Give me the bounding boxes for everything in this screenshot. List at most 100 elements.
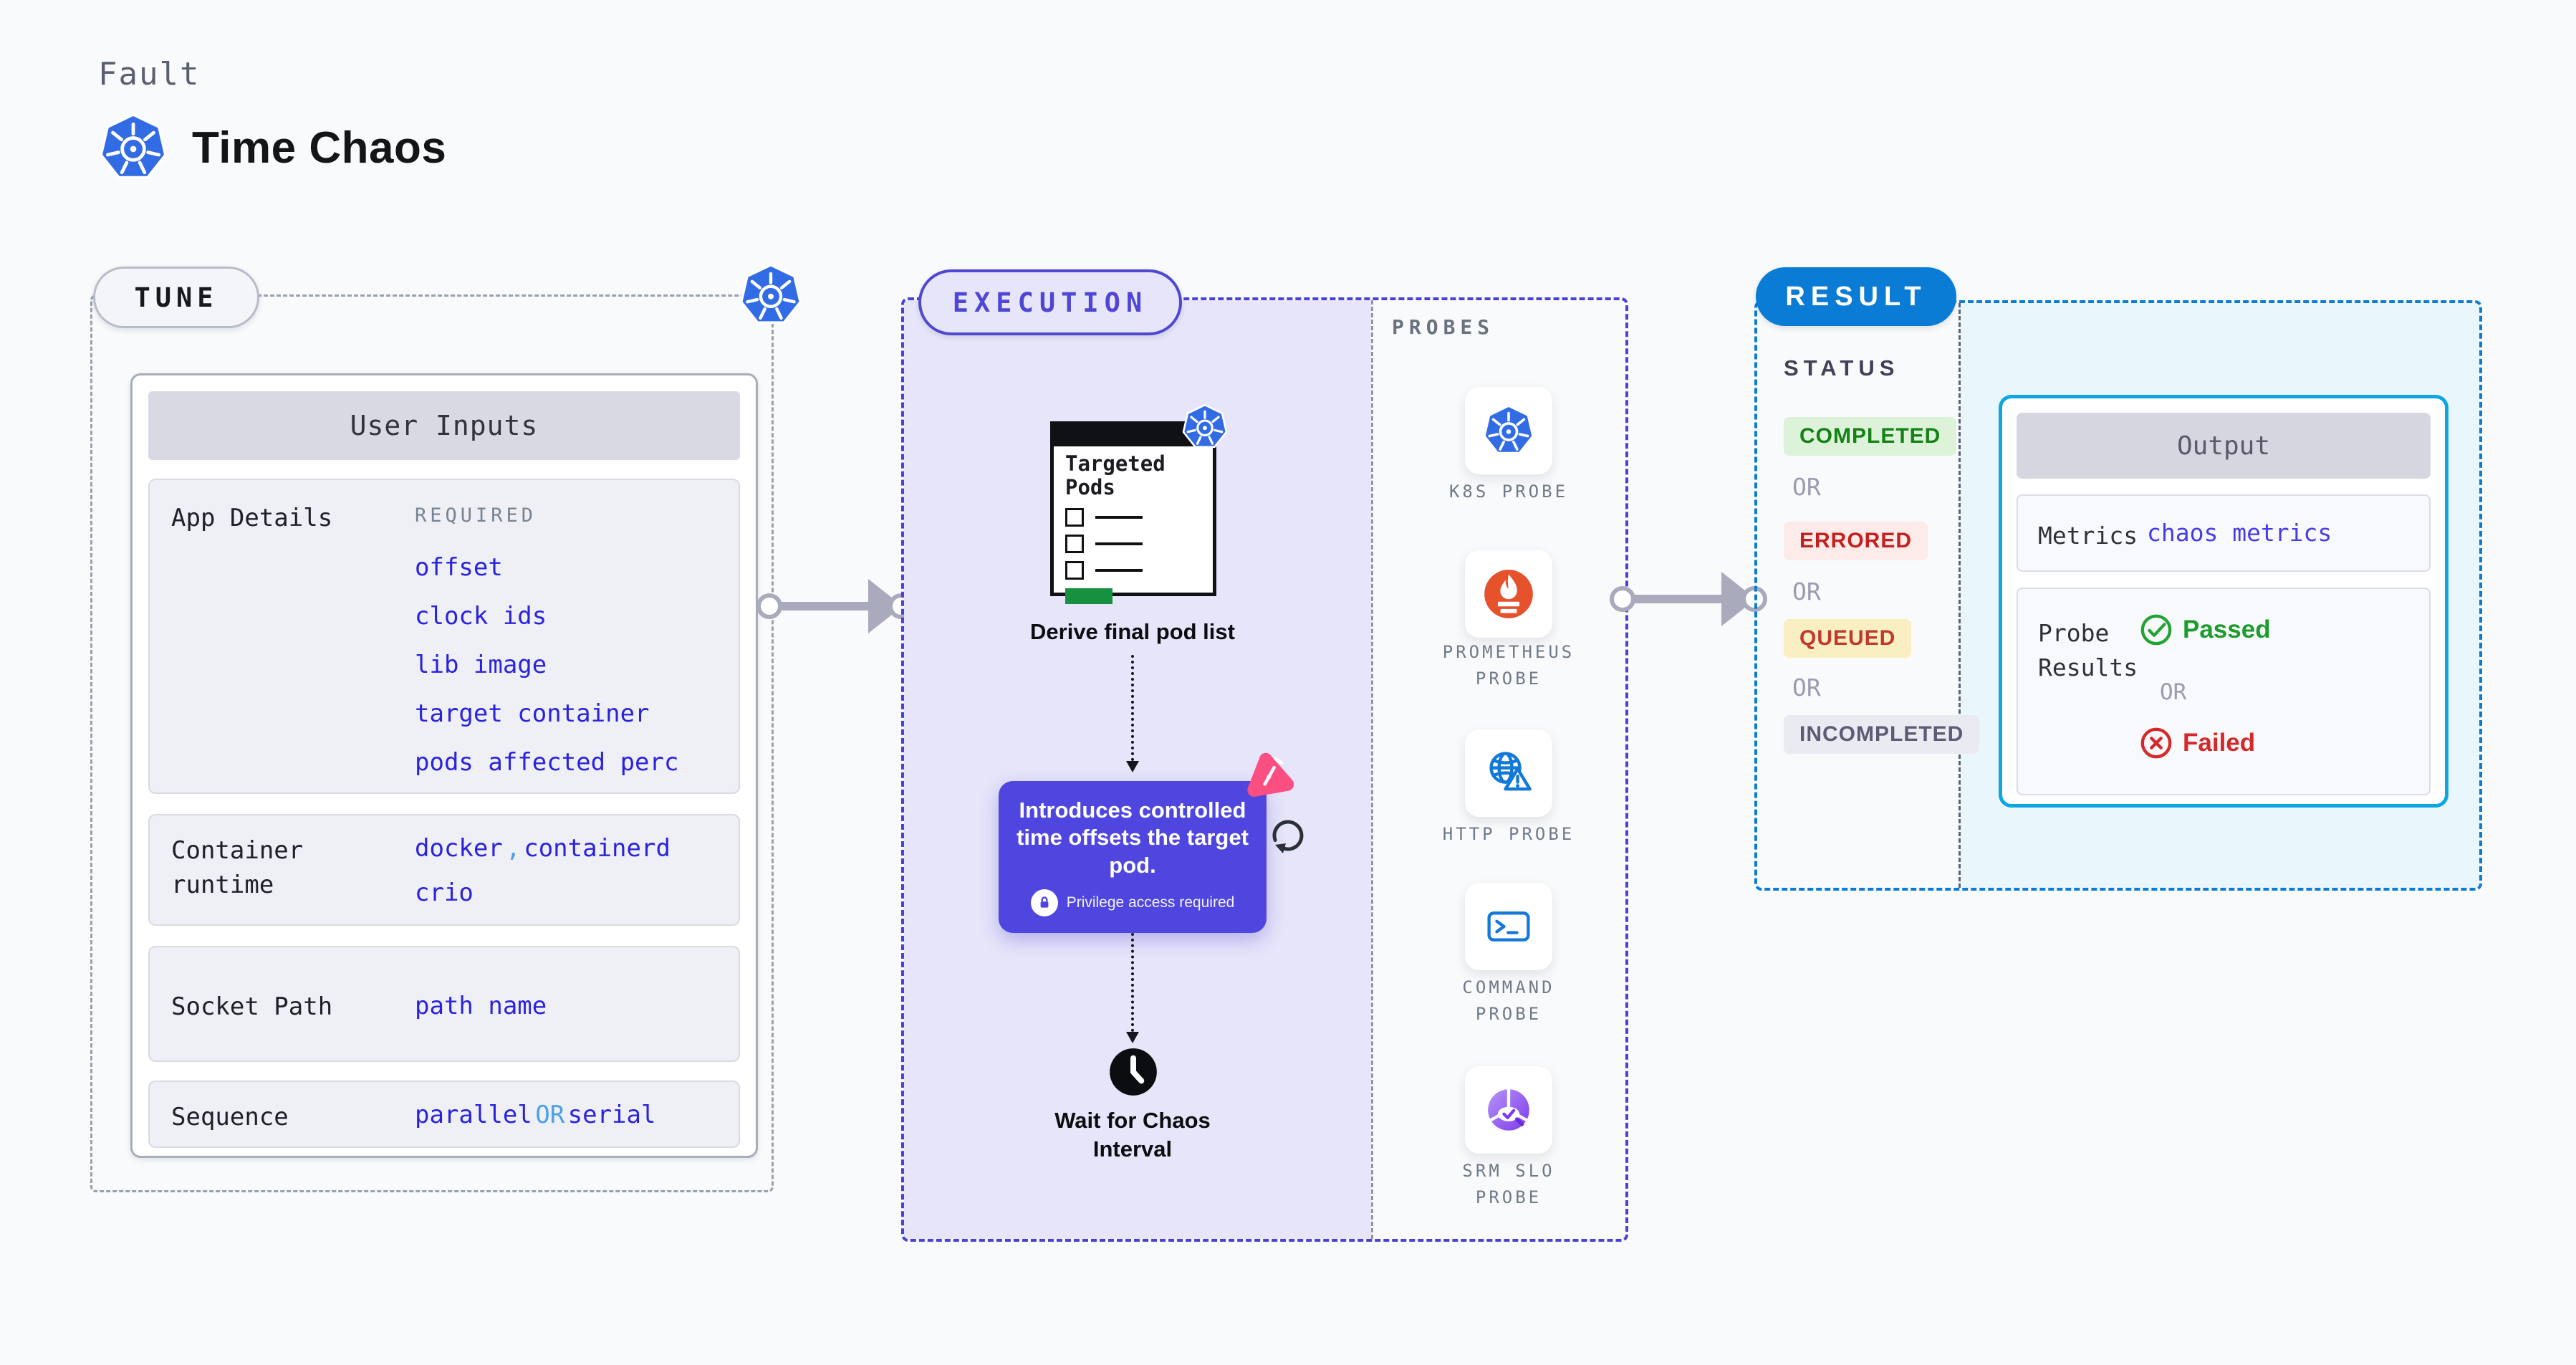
output-card: Output Metrics chaos metrics Probe Resul… [1999,395,2448,808]
pod-line [1095,568,1143,572]
connector-node [756,593,782,619]
pod-line [1095,542,1143,545]
srm-slo-probe-card [1465,1066,1552,1154]
status-badge-queued: QUEUED [1784,619,1912,658]
terminal-icon [1483,901,1534,952]
tooltip-message: Introduces controlled time offsets the t… [1017,798,1249,878]
kubernetes-icon [1483,405,1534,456]
container-runtime-row: Container runtime docker , containerd cr… [148,814,740,926]
checkbox-icon [1065,534,1084,553]
probe-result-passed: Passed [2140,613,2271,646]
status-title: STATUS [1784,355,1900,380]
pod-list-item [1065,534,1201,553]
srm-slo-probe-label: SRM SLO PROBE [1462,1161,1555,1208]
user-inputs-card: User Inputs App Details REQUIRED offset … [130,373,758,1158]
prometheus-icon [1483,568,1534,620]
metrics-row: Metrics chaos metrics [2017,494,2431,572]
privilege-note: Privilege access required [999,889,1267,917]
status-badge-completed: COMPLETED [1784,417,1957,456]
page-title-row: Time Chaos [99,113,446,182]
lock-icon [1030,889,1058,917]
metrics-value[interactable]: chaos metrics [2147,519,2332,547]
kubernetes-icon [1182,404,1228,450]
socket-path-row: Socket Path path name [148,946,740,1062]
required-tag: REQUIRED [415,504,537,527]
socket-path-label: Socket Path [171,992,333,1021]
tune-section-boundary [90,294,774,1192]
fault-tooltip: Introduces controlled time offsets the t… [999,781,1267,933]
page-title: Time Chaos [192,123,447,173]
command-probe-label: COMMAND PROBE [1462,977,1555,1025]
link-target-container[interactable]: target container [415,699,650,728]
or-separator: OR [1792,674,1821,701]
result-badge: RESULT [1756,267,1956,326]
targeted-pods-window: Targeted Pods [1050,421,1216,604]
link-serial[interactable]: serial [567,1101,656,1129]
derive-pod-list-step: Derive final pod list [1030,619,1235,644]
link-lib-image[interactable]: lib image [415,651,547,679]
link-parallel[interactable]: parallel [415,1101,532,1129]
result-badge-label: RESULT [1785,281,1927,312]
app-details-label: App Details [171,504,333,532]
wait-chaos-interval-step: Wait for Chaos Interval [1054,1108,1211,1162]
dotted-connector [1131,655,1134,761]
output-title: Output [2017,413,2431,479]
probes-divider [1371,300,1373,1239]
command-probe-card [1465,883,1552,970]
pod-line [1095,515,1143,519]
k8s-probe-card [1465,387,1552,474]
link-docker[interactable]: docker [415,834,503,863]
or-separator: OR [2160,679,2187,705]
app-details-row: App Details REQUIRED offset clock ids li… [148,479,740,794]
probes-title: PROBES [1392,315,1495,339]
user-inputs-title: User Inputs [148,391,740,460]
tune-badge: TUNE [93,267,259,328]
arrow-head-icon [1126,761,1139,772]
execution-badge: EXECUTION [918,269,1182,335]
execution-to-result-arrow [1623,595,1729,603]
prometheus-probe-card [1465,550,1552,638]
status-badge-errored: ERRORED [1784,522,1928,560]
probe-result-failed: Failed [2140,727,2255,760]
runtime-separator: , [506,834,521,863]
pod-list-item [1065,560,1201,580]
link-containerd[interactable]: containerd [524,834,671,863]
x-circle-icon [2140,727,2173,760]
clock-icon [1109,1048,1158,1096]
pod-list-item [1065,507,1201,527]
targeted-pods-title: Targeted Pods [1065,451,1166,500]
tune-badge-label: TUNE [134,282,218,313]
passed-label: Passed [2183,616,2271,643]
kubernetes-icon [739,264,802,327]
chaos-logo-icon [1238,745,1299,807]
http-probe-label: HTTP PROBE [1442,824,1575,844]
link-crio[interactable]: crio [415,878,474,907]
http-probe-card [1465,729,1552,817]
checkbox-icon [1065,560,1084,580]
link-clock-ids[interactable]: clock ids [415,602,547,631]
connector-node [1610,586,1635,612]
arrow-head-icon [1126,1032,1139,1043]
tune-to-execution-arrow [769,602,875,610]
sequence-row: Sequence parallel OR serial [148,1081,740,1148]
link-path-name[interactable]: path name [415,992,547,1020]
check-circle-icon [2140,613,2173,646]
slo-gauge-check-icon [1483,1084,1534,1136]
probe-results-row: Probe Results Passed OR Failed [2017,588,2431,795]
metrics-label: Metrics [2038,522,2138,550]
prometheus-probe-label: PROMETHEUS PROBE [1442,642,1575,689]
failed-label: Failed [2183,729,2256,757]
fault-eyebrow: Fault [98,56,201,92]
status-badge-incompleted: INCOMPLETED [1784,715,1980,754]
privilege-note-text: Privilege access required [1066,894,1235,911]
link-offset[interactable]: offset [415,553,503,582]
execution-badge-label: EXECUTION [952,287,1148,318]
checkbox-icon [1065,507,1084,527]
or-separator: OR [1792,473,1821,501]
probe-results-label: Probe Results [2038,619,2138,681]
link-pods-affected-perc[interactable]: pods affected perc [415,748,679,777]
kubernetes-icon [99,113,168,182]
k8s-probe-label: K8S PROBE [1448,482,1569,502]
dotted-connector [1131,933,1134,1032]
